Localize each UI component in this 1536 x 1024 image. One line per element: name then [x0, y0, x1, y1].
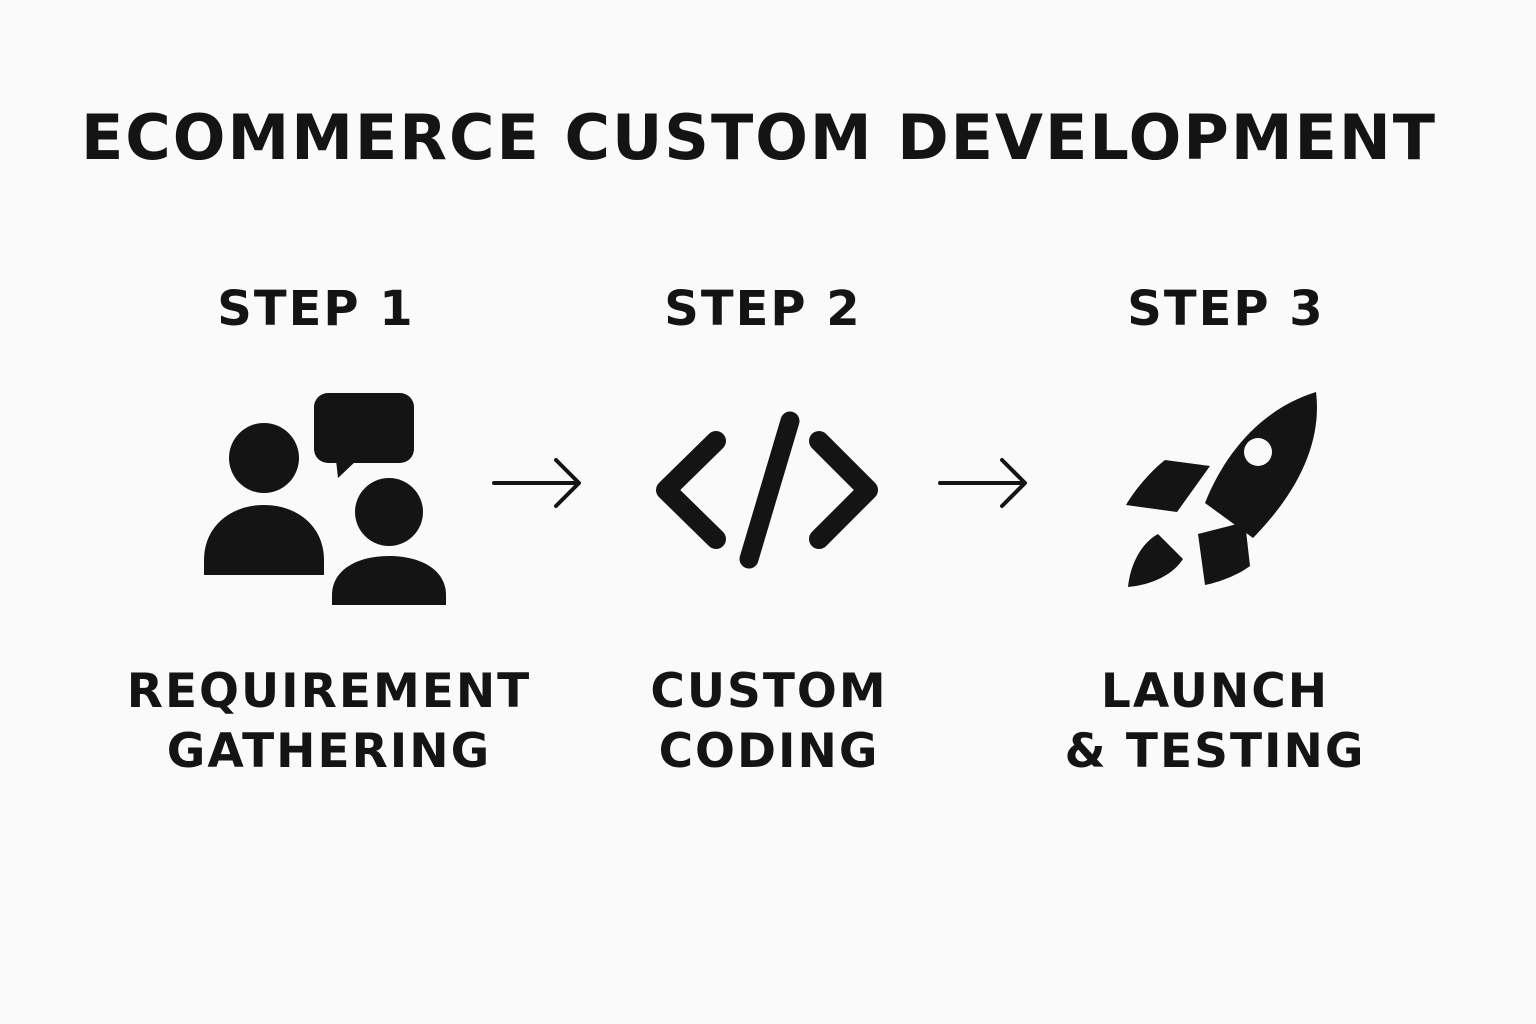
people-chat-icon — [204, 393, 446, 605]
arrow-right-icon — [492, 458, 581, 508]
step-1-caption-line-2: GATHERING — [166, 724, 492, 779]
code-icon — [656, 411, 878, 569]
step-3-label: STEP 3 — [1127, 281, 1325, 337]
step-1-caption: REQUIREMENT GATHERING — [99, 662, 559, 782]
step-1-caption-line-1: REQUIREMENT — [126, 664, 532, 719]
step-2-label: STEP 2 — [664, 281, 862, 337]
diagram-title: ECOMMERCE CUSTOM DEVELOPMENT — [80, 101, 1438, 174]
arrow-right-icon — [938, 458, 1027, 508]
step-3-caption: LAUNCH & TESTING — [985, 662, 1445, 782]
step-2-caption-line-2: CODING — [658, 724, 880, 779]
rocket-icon — [1126, 392, 1317, 587]
step-2-caption: CUSTOM CODING — [539, 662, 999, 782]
step-1-label: STEP 1 — [217, 281, 415, 337]
step-3-caption-line-2: & TESTING — [1064, 724, 1366, 779]
step-2-caption-line-1: CUSTOM — [650, 664, 888, 719]
step-3-caption-line-1: LAUNCH — [1100, 664, 1330, 719]
